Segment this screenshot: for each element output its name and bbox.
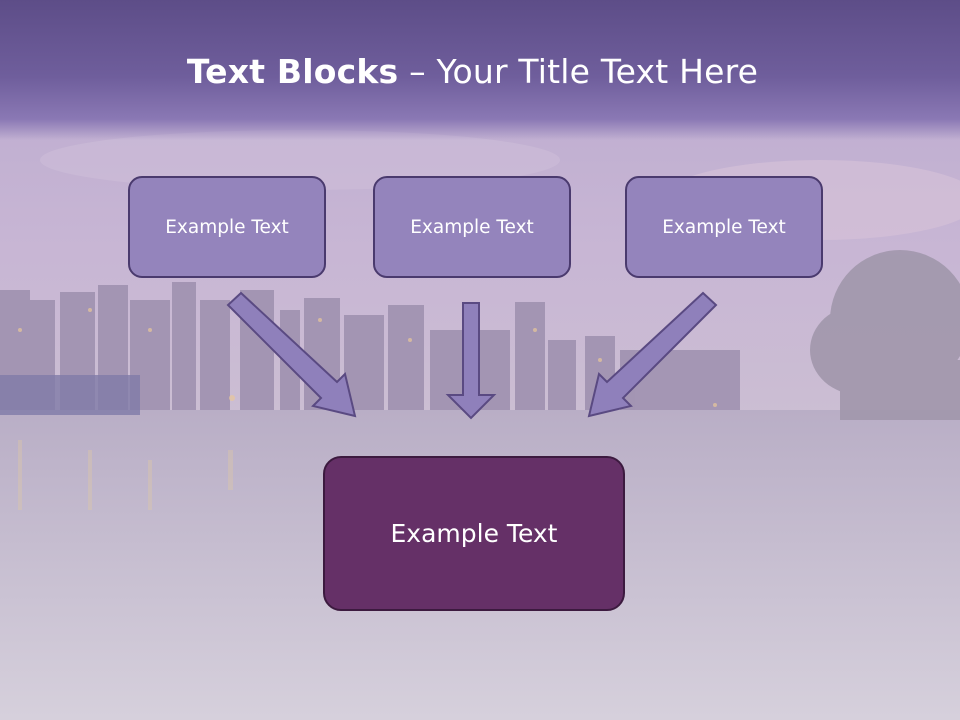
text-block-2[interactable]: Example Text [373, 176, 571, 278]
title-banner [0, 0, 960, 140]
title-dash: – [398, 52, 437, 91]
text-block-main[interactable]: Example Text [323, 456, 625, 611]
text-block-1[interactable]: Example Text [128, 176, 326, 278]
slide-title: Text Blocks – Your Title Text Here [0, 52, 945, 91]
title-rest: Your Title Text Here [436, 52, 759, 91]
title-bold-part: Text Blocks [186, 52, 399, 91]
text-block-3[interactable]: Example Text [625, 176, 823, 278]
